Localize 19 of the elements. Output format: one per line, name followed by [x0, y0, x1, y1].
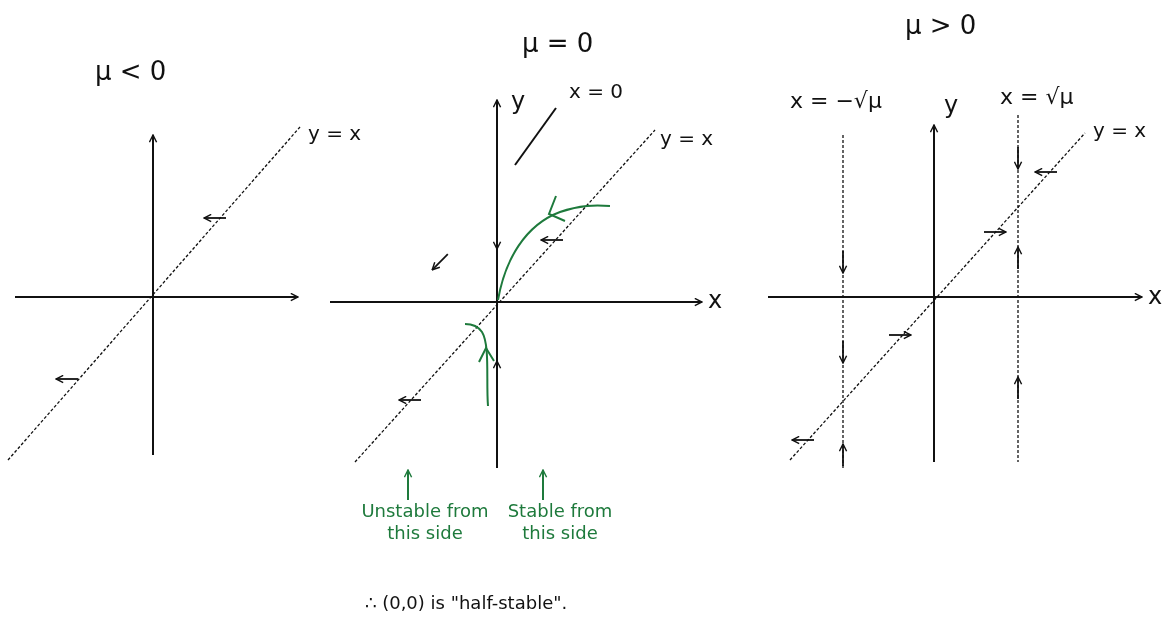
math-label: x = √μ	[1000, 84, 1074, 110]
arrow	[403, 469, 413, 501]
math-label: x	[1148, 283, 1163, 309]
annotation-text: Unstable from this side	[360, 500, 490, 544]
arrow	[538, 469, 548, 501]
math-label: y = x	[1093, 117, 1147, 143]
math-label: y = x	[308, 120, 362, 146]
math-label: μ < 0	[95, 58, 167, 84]
annotation-text: x = 0	[567, 80, 624, 102]
leader-line	[514, 107, 557, 166]
annotation-text: Stable from this side	[506, 500, 614, 544]
math-label: x	[708, 287, 723, 313]
math-label: x = −√μ	[790, 88, 882, 114]
math-label: y	[511, 88, 526, 114]
math-label: y = x	[660, 125, 714, 151]
math-label: μ > 0	[905, 12, 977, 38]
math-label: μ = 0	[522, 30, 594, 56]
conclusion-note: ∴ (0,0) is "half-stable".	[365, 591, 568, 615]
math-label: y	[944, 92, 959, 118]
